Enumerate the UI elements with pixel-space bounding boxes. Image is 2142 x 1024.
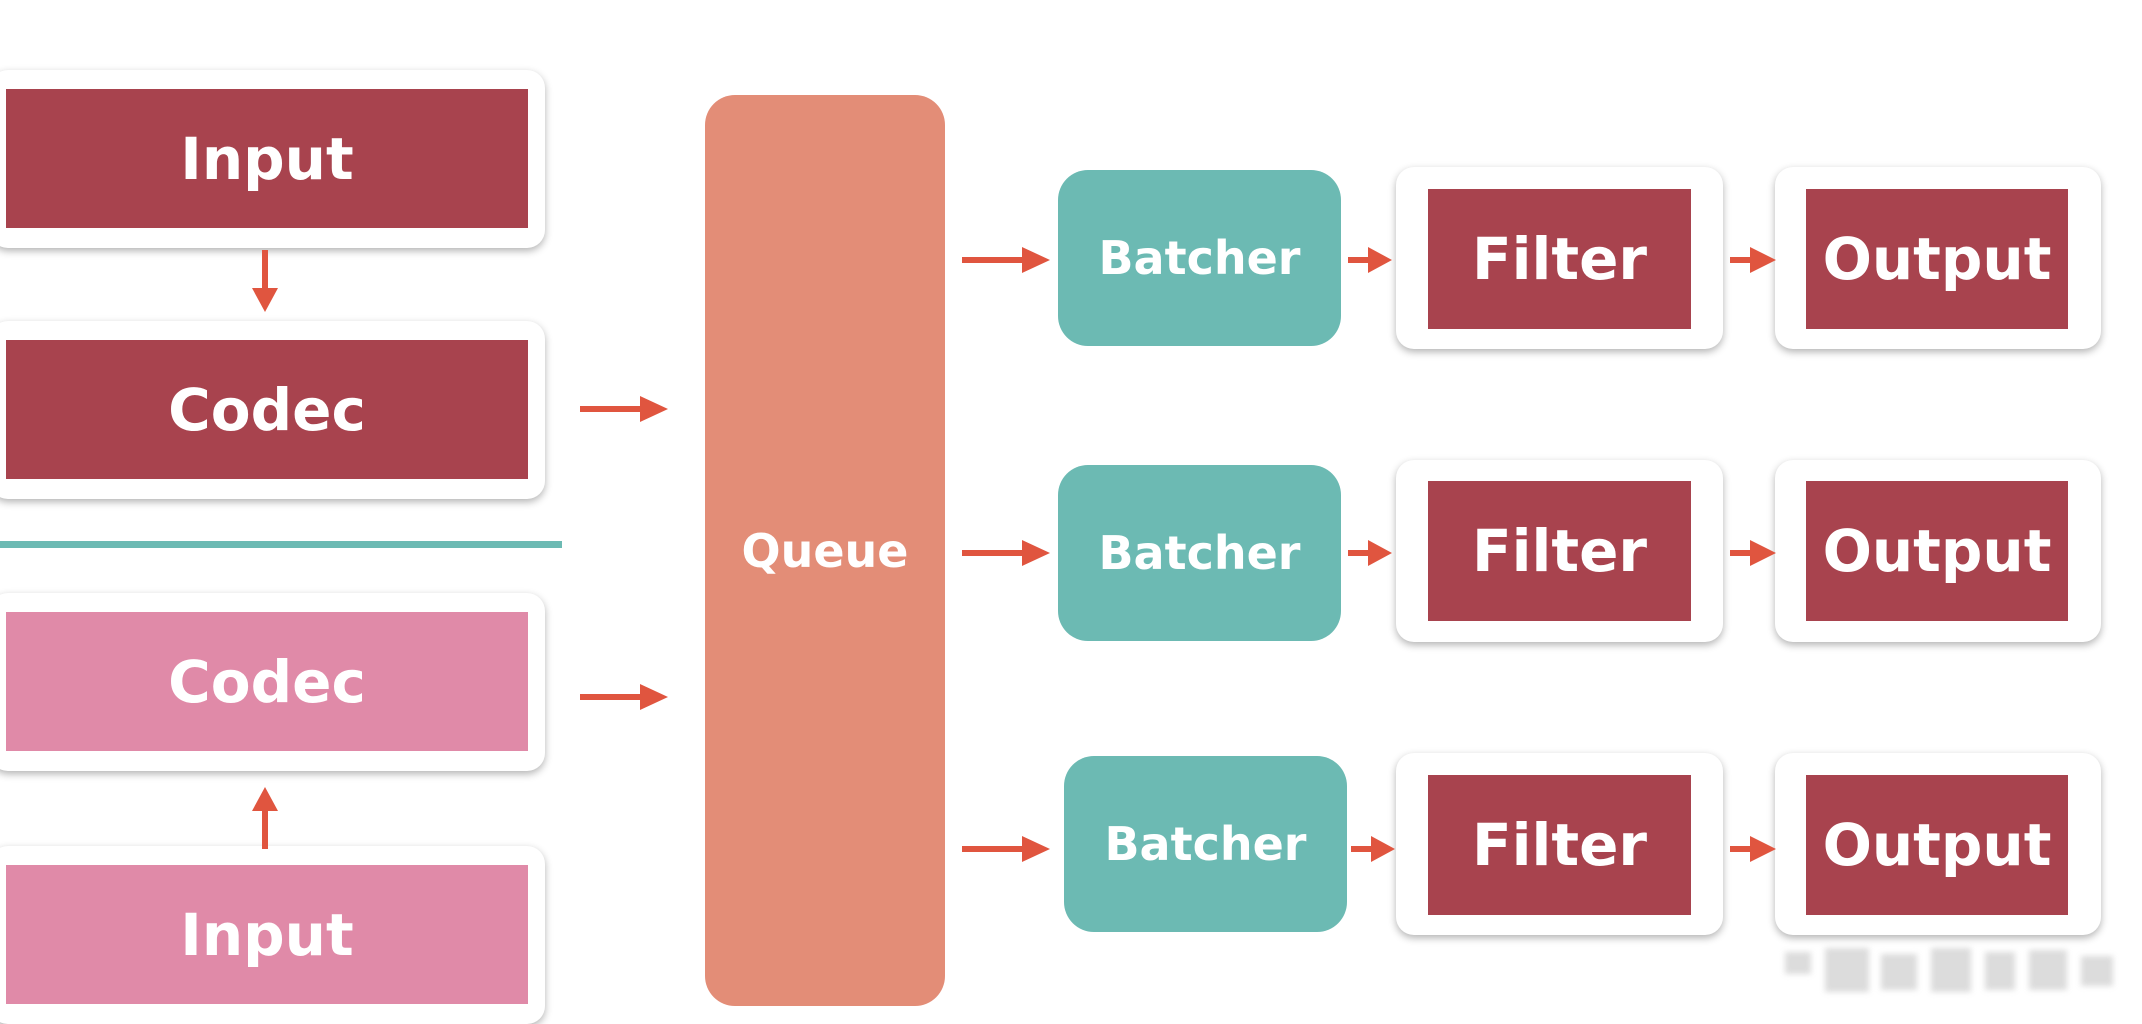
watermark <box>1785 948 2125 996</box>
arrow-input-to-codec-top <box>252 250 278 312</box>
batcher-box-2: Batcher <box>1058 465 1341 641</box>
arrow-filter-to-output-1 <box>1730 247 1776 273</box>
batcher-box-3: Batcher <box>1064 756 1347 932</box>
group-divider <box>0 541 562 548</box>
output-box-3: Output <box>1806 775 2068 915</box>
codec-box-top: Codec <box>6 340 528 479</box>
arrow-batcher-to-filter-3 <box>1351 836 1395 862</box>
arrow-codec-top-to-queue <box>580 396 668 422</box>
arrow-filter-to-output-2 <box>1730 540 1776 566</box>
arrow-queue-to-batcher-2 <box>962 540 1050 566</box>
queue-box: Queue <box>705 95 945 1006</box>
codec-box-bottom: Codec <box>6 612 528 751</box>
arrow-input-to-codec-bottom <box>252 787 278 849</box>
arrow-queue-to-batcher-1 <box>962 247 1050 273</box>
output-box-2: Output <box>1806 481 2068 621</box>
input-box-top: Input <box>6 89 528 228</box>
arrow-filter-to-output-3 <box>1730 836 1776 862</box>
output-box-1: Output <box>1806 189 2068 329</box>
arrow-batcher-to-filter-2 <box>1348 540 1392 566</box>
filter-box-1: Filter <box>1428 189 1691 329</box>
arrow-codec-bottom-to-queue <box>580 684 668 710</box>
input-box-bottom: Input <box>6 865 528 1004</box>
arrow-batcher-to-filter-1 <box>1348 247 1392 273</box>
batcher-box-1: Batcher <box>1058 170 1341 346</box>
filter-box-3: Filter <box>1428 775 1691 915</box>
arrow-queue-to-batcher-3 <box>962 836 1050 862</box>
filter-box-2: Filter <box>1428 481 1691 621</box>
